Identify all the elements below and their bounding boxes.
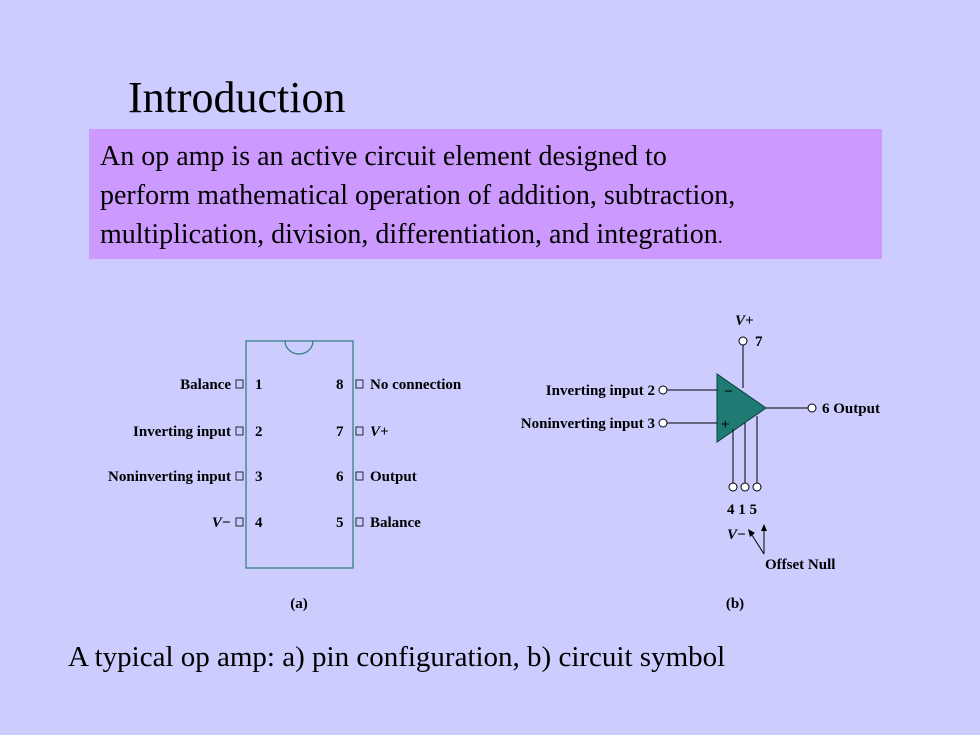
offset-null-label: Offset Null: [765, 557, 835, 573]
minus-sign: −: [724, 384, 733, 400]
offset-arrowhead-right: [761, 524, 767, 531]
pin-4-node: [728, 482, 738, 492]
pin-2: Inverting input 2: [133, 424, 262, 440]
definition-line-3-text: multiplication, division, differentiatio…: [100, 219, 718, 250]
pin-6-number: 6: [336, 469, 344, 485]
pin-5-terminal: [355, 517, 364, 527]
slide-title: Introduction: [128, 73, 346, 122]
pin-8: 8 No connection: [336, 377, 462, 393]
pin-6-label: Output: [370, 469, 417, 485]
output-node: [807, 403, 817, 413]
definition-line-3: multiplication, division, differentiatio…: [100, 219, 723, 253]
pin-7: 7 V+: [336, 424, 389, 440]
pin-2-label: Inverting input: [133, 424, 231, 440]
pin-8-label: No connection: [370, 377, 462, 393]
pin-5-label: Balance: [370, 515, 421, 531]
output-label: 6 Output: [822, 401, 880, 417]
pin-1-terminal: [235, 379, 244, 389]
figure-a-sublabel: (a): [290, 596, 308, 612]
supply-minus-label: V−: [727, 527, 746, 543]
noninverting-input-label: Noninverting input 3: [521, 416, 655, 432]
pin-5-number: 5: [336, 515, 344, 531]
noninverting-input-node: [658, 418, 668, 428]
figure-caption: A typical op amp: a) pin configuration, …: [68, 641, 726, 673]
pin-8-number: 8: [336, 377, 344, 393]
pin-6-terminal: [355, 471, 364, 481]
pin-7-terminal: [355, 426, 364, 436]
chip-body: [245, 340, 354, 569]
pin-4: V− 4: [212, 515, 263, 531]
pin-3-label: Noninverting input: [108, 469, 231, 485]
offset-arrowhead-left: [748, 529, 755, 537]
pin-configuration-diagram: Balance 1 Inverting input 2 Noninverting…: [108, 340, 462, 612]
pin-4-label: V−: [212, 515, 231, 531]
inverting-input-label: Inverting input 2: [546, 383, 655, 399]
pin-2-terminal: [235, 426, 244, 436]
pin-4-number: 4: [255, 515, 263, 531]
supply-plus-label: V+: [735, 313, 754, 329]
definition-line-1: An op amp is an active circuit element d…: [100, 141, 667, 172]
pin-1-label: Balance: [180, 377, 231, 393]
definition-box: An op amp is an active circuit element d…: [89, 129, 882, 259]
pin-1-number: 1: [255, 377, 263, 393]
pin-1: Balance 1: [180, 377, 262, 393]
pin-7-label: V+: [370, 424, 389, 440]
pin-4-terminal: [235, 517, 244, 527]
left-pins: Balance 1 Inverting input 2 Noninverting…: [108, 377, 263, 531]
pin-7-node: [738, 336, 748, 346]
bottom-pin-numbers: 4 1 5: [727, 502, 757, 518]
supply-pin-number: 7: [755, 334, 763, 350]
pin-5-node: [752, 482, 762, 492]
circuit-symbol-diagram: V+ 7 − + Inverting input 2 Noninverting …: [521, 313, 880, 612]
pin-8-terminal: [355, 379, 364, 389]
pin-5: 5 Balance: [336, 515, 421, 531]
pin-2-number: 2: [255, 424, 263, 440]
plus-sign: +: [721, 417, 730, 433]
right-pins: 8 No connection 7 V+ 6 Output 5 Balance: [336, 377, 462, 531]
chip-notch: [284, 340, 314, 355]
op-amp-triangle: [716, 373, 767, 443]
pin-7-number: 7: [336, 424, 344, 440]
definition-line-2: perform mathematical operation of additi…: [100, 180, 736, 211]
offset-pointer-left: [749, 531, 765, 555]
pin-3-number: 3: [255, 469, 263, 485]
definition-period: .: [717, 226, 723, 248]
pin-3: Noninverting input 3: [108, 469, 262, 485]
figure-b-sublabel: (b): [726, 596, 744, 612]
pin-3-terminal: [235, 471, 244, 481]
inverting-input-node: [658, 385, 668, 395]
pin-6: 6 Output: [336, 469, 417, 485]
pin-1-node: [740, 482, 750, 492]
